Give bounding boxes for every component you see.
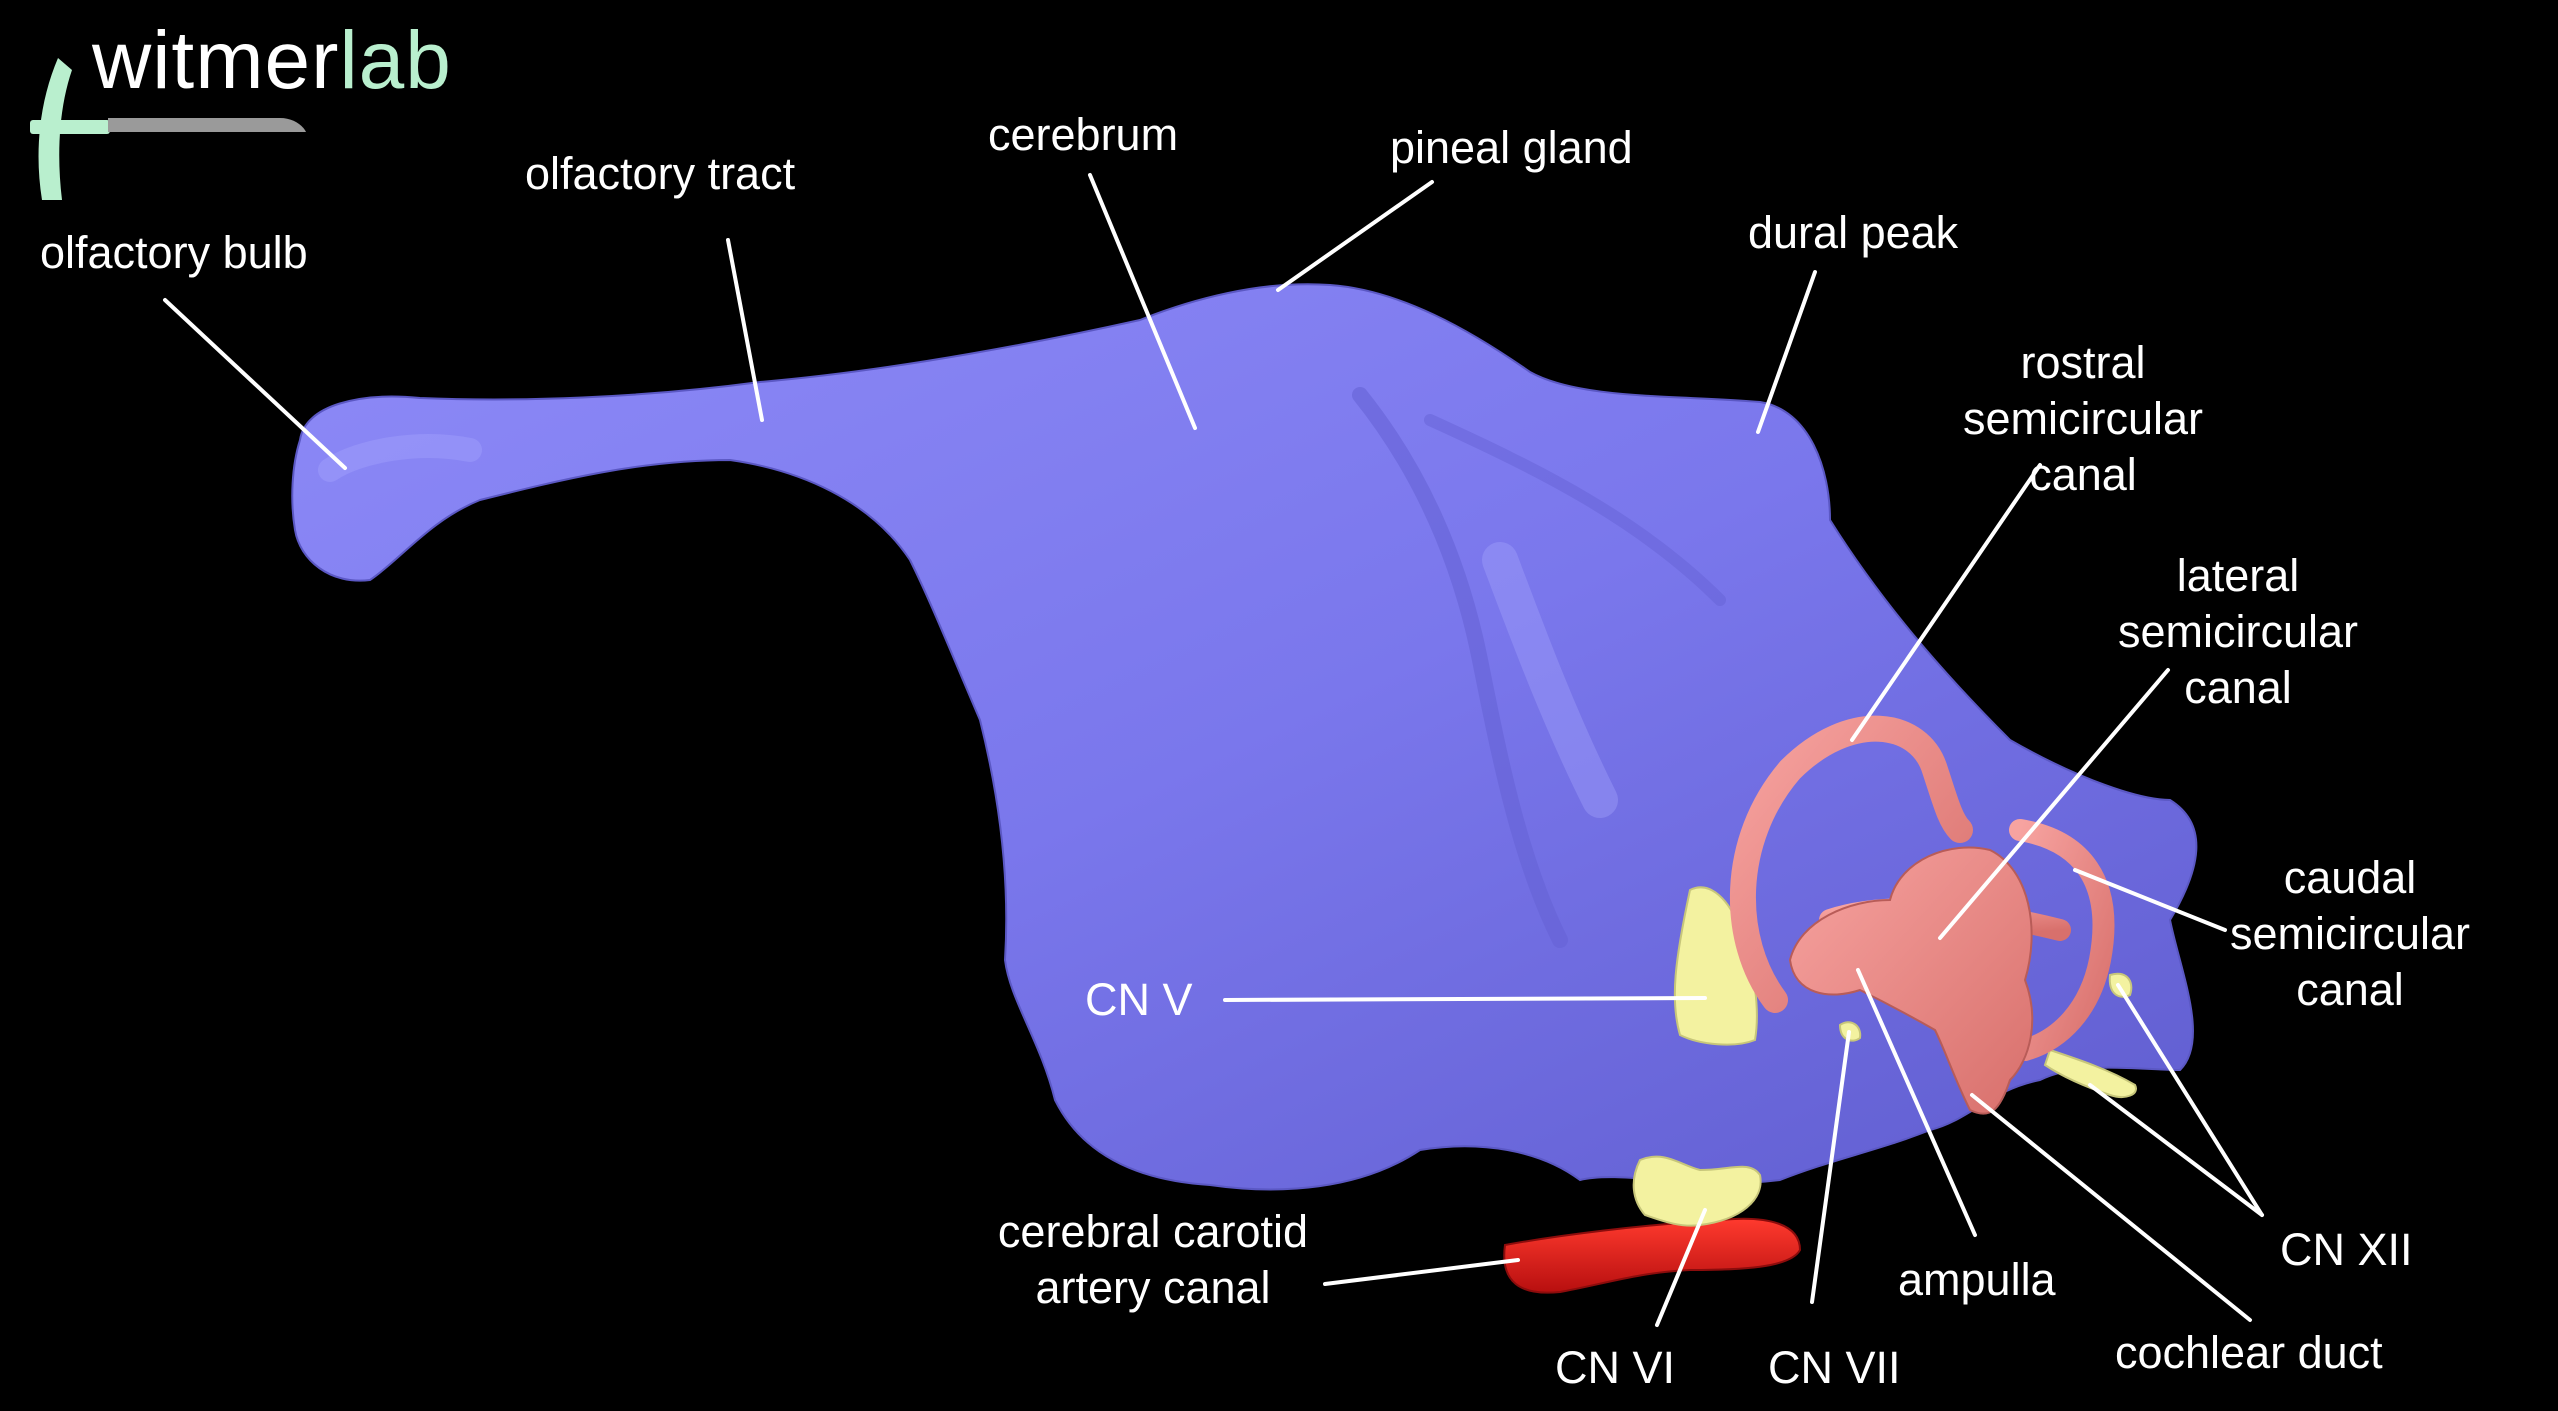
label-caudal-semicircular-canal: caudal semicircular canal	[2229, 852, 2471, 1015]
cn-vi-shape	[1632, 1155, 1762, 1227]
carotid-artery-canal-shape	[1503, 1217, 1802, 1294]
brain-surface-ridge	[1352, 387, 1568, 948]
leader-line-caudal-semicircular-canal	[2073, 868, 2227, 932]
label-cn-xii: CN XII	[2280, 1224, 2413, 1275]
label-cerebral-carotid-artery-canal: cerebral carotid artery canal	[997, 1206, 1309, 1313]
label-olfactory-tract: olfactory tract	[525, 148, 796, 199]
caudal-semicircular-canal-shape	[2009, 819, 2115, 1061]
label-lateral-semicircular-canal: lateral semicircular canal	[2117, 550, 2359, 713]
label-dural-peak: dural peak	[1748, 207, 1959, 258]
leader-line-cn-xii-a	[2116, 983, 2264, 1217]
leader-line-cn-vii	[1810, 1030, 1851, 1304]
leader-line-cerebrum	[1088, 173, 1197, 430]
logo-text-main: witmer	[92, 15, 340, 106]
leader-line-olfactory-bulb	[163, 298, 347, 470]
label-cochlear-duct: cochlear duct	[2115, 1327, 2383, 1378]
leader-line-dural-peak	[1756, 270, 1817, 434]
label-cn-v: CN V	[1085, 974, 1193, 1025]
vestibule-shape	[1788, 846, 2034, 1115]
label-olfactory-bulb: olfactory bulb	[40, 227, 308, 278]
cn-xii-shape	[2043, 1048, 2137, 1098]
leader-line-cn-vi	[1655, 1208, 1707, 1327]
cn-xii-shape	[2108, 972, 2133, 998]
leader-line-olfactory-tract	[726, 238, 764, 422]
leader-line-ampulla	[1856, 968, 1977, 1237]
leader-line-cn-v	[1223, 996, 1707, 1002]
brain-surface-highlight	[1482, 542, 1618, 818]
label-pineal-gland: pineal gland	[1390, 122, 1633, 173]
leader-line-cn-xii-b	[2088, 1083, 2264, 1217]
label-ampulla: ampulla	[1898, 1254, 2056, 1305]
label-cn-vi: CN VI	[1555, 1342, 1676, 1393]
leader-line-cochlear-duct	[1970, 1093, 2252, 1322]
label-cn-vii: CN VII	[1768, 1342, 1901, 1393]
leader-line-carotid	[1323, 1258, 1520, 1286]
label-rostral-semicircular-canal: rostral semicircular canal	[1962, 337, 2204, 500]
rostral-semicircular-canal-shape	[1729, 715, 1973, 1013]
leader-line-rostral-semicircular-canal	[1850, 463, 2042, 742]
pickaxe-logo-icon	[30, 58, 306, 200]
logo-wordmark: witmerlab	[92, 20, 452, 102]
leader-line-pineal-gland	[1276, 180, 1434, 292]
leader-lines	[163, 173, 2264, 1327]
label-cerebrum: cerebrum	[988, 109, 1179, 160]
brain-surface-ridge	[1424, 414, 1726, 606]
leader-line-lateral-semicircular-canal	[1938, 668, 2170, 940]
witmerlab-logo: witmerlab	[30, 20, 490, 210]
logo-text-accent: lab	[339, 15, 452, 106]
